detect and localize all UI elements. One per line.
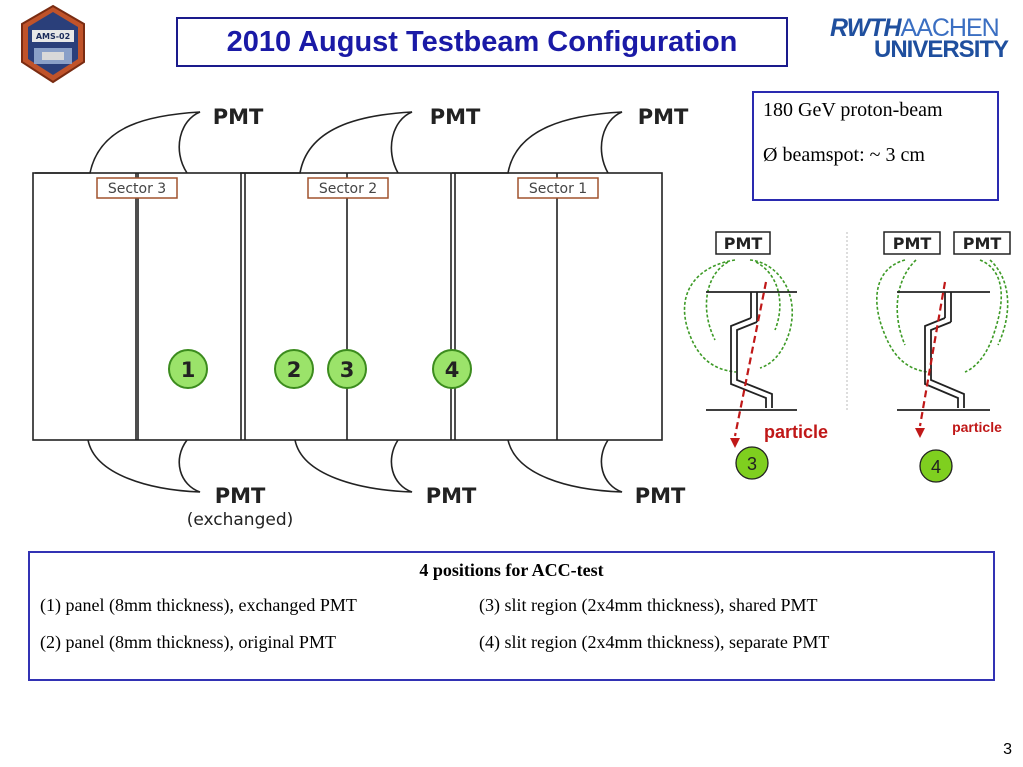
top-pmt-label: PMT bbox=[430, 105, 481, 129]
slit-view-separate: PMT PMT particle 4 bbox=[876, 231, 1011, 483]
position-item: (2) panel (8mm thickness), original PMT bbox=[40, 632, 336, 652]
top-light-guides bbox=[35, 111, 623, 174]
rwth-logo: RWTHAACHEN UNIVERSITY bbox=[830, 16, 1009, 63]
slide-title: 2010 August Testbeam Configuration bbox=[176, 17, 788, 67]
rwth-logo-university: UNIVERSITY bbox=[874, 36, 1009, 63]
position-number: 3 bbox=[340, 358, 355, 382]
ams-logo-text: AMS-02 bbox=[36, 32, 70, 41]
beam-energy: 180 GeV proton-beam bbox=[763, 99, 943, 121]
slit-view-shared: PMT particle 3 bbox=[683, 231, 828, 480]
position-number: 4 bbox=[445, 358, 460, 382]
position-number: 2 bbox=[287, 358, 302, 382]
exchanged-note: (exchanged) bbox=[187, 510, 294, 530]
bottom-pmt-label: PMT bbox=[635, 484, 686, 508]
position-item: (1) panel (8mm thickness), exchanged PMT bbox=[40, 595, 357, 615]
slit-position-badge: 4 bbox=[931, 457, 941, 477]
top-pmt-label: PMT bbox=[213, 105, 264, 129]
particle-label: particle bbox=[764, 422, 828, 442]
sector-label: Sector 3 bbox=[108, 181, 166, 197]
slit-pmt-label: PMT bbox=[893, 234, 932, 253]
sector-label: Sector 2 bbox=[319, 181, 377, 197]
positions-box: 4 positions for ACC-test (1) panel (8mm … bbox=[28, 551, 995, 681]
position-number: 1 bbox=[181, 358, 196, 382]
position-item: (4) slit region (2x4mm thickness), separ… bbox=[479, 632, 830, 652]
position-marker: 1 bbox=[168, 349, 208, 389]
page-number: 3 bbox=[1003, 741, 1012, 758]
position-marker: 4 bbox=[432, 349, 472, 389]
position-item: (3) slit region (2x4mm thickness), share… bbox=[479, 595, 818, 615]
panel-outline bbox=[32, 172, 663, 441]
rwth-logo-aachen: AACHEN bbox=[900, 14, 1000, 42]
beam-spot: Ø beamspot: ~ 3 cm bbox=[763, 144, 925, 166]
slit-pmt-label: PMT bbox=[963, 234, 1002, 253]
sector-label: Sector 1 bbox=[529, 181, 587, 197]
position-marker: 2 bbox=[274, 349, 314, 389]
position-marker: 3 bbox=[327, 349, 367, 389]
positions-heading: 4 positions for ACC-test bbox=[419, 560, 604, 580]
slit-pmt-label: PMT bbox=[724, 234, 763, 253]
top-pmt-label: PMT bbox=[638, 105, 689, 129]
bottom-light-guides bbox=[87, 439, 623, 493]
slit-position-badge: 3 bbox=[747, 454, 757, 474]
bottom-pmt-label: PMT bbox=[215, 484, 266, 508]
ams-logo: AMS-02 bbox=[18, 4, 88, 84]
beam-info-box: 180 GeV proton-beam Ø beamspot: ~ 3 cm bbox=[752, 91, 999, 201]
rwth-logo-rwth: RWTH bbox=[830, 14, 902, 42]
bottom-pmt-label: PMT bbox=[426, 484, 477, 508]
particle-label: particle bbox=[952, 419, 1002, 435]
